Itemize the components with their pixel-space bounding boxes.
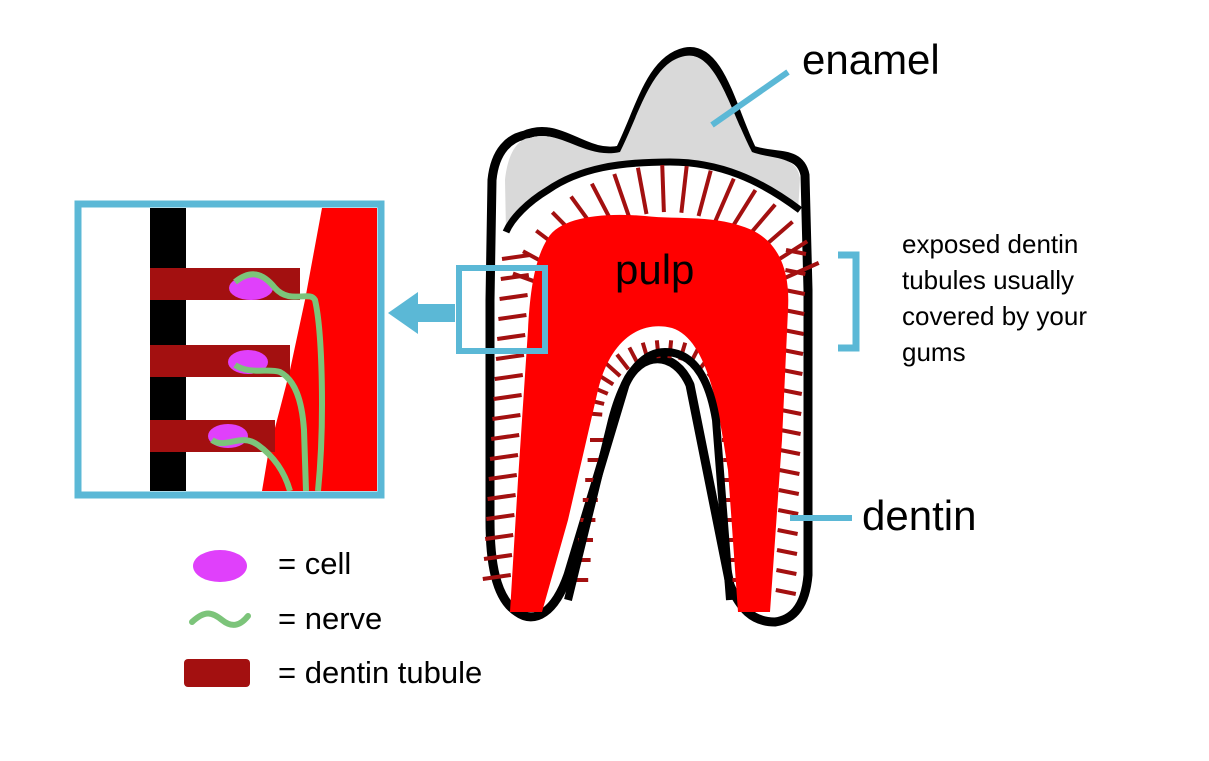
enamel-label: enamel — [802, 36, 940, 83]
pulp-label: pulp — [615, 246, 695, 293]
tubule-line — [780, 408, 802, 416]
tubule-line — [495, 353, 525, 361]
tubule-line — [779, 448, 801, 456]
pulp-chamber — [510, 214, 789, 613]
note-line: exposed dentin — [902, 229, 1079, 259]
tubule-line — [782, 368, 803, 376]
exposed-tubules-note: exposed dentin tubules usually covered b… — [902, 226, 1162, 370]
tubule-line — [489, 453, 519, 461]
tubule-line — [483, 553, 513, 561]
tubule-line — [499, 293, 528, 301]
tubule-line — [487, 493, 516, 501]
note-line: gums — [902, 337, 966, 367]
legend-tubule-label: = dentin tubule — [278, 655, 483, 690]
root-arch-outline — [564, 348, 734, 601]
dentin-tubules — [482, 165, 820, 596]
magnified-inset-frame — [74, 200, 385, 499]
tubule-line — [612, 173, 632, 220]
tubule-line — [713, 177, 736, 223]
tubule-line — [486, 513, 515, 521]
tubule-line — [482, 573, 512, 581]
tubule-line — [500, 273, 530, 281]
tubule-line — [777, 508, 799, 516]
tubule-line — [501, 253, 531, 261]
note-line: tubules usually — [902, 265, 1074, 295]
tubule-line — [781, 388, 803, 396]
tubule-line — [660, 165, 666, 213]
dentin-label: dentin — [862, 492, 977, 539]
tubule-line — [777, 528, 798, 536]
tubule-line — [679, 165, 689, 213]
tubule-line — [492, 413, 521, 421]
tubule-line — [494, 373, 524, 381]
note-line: covered by your — [902, 301, 1087, 331]
zoom-arrow-icon — [388, 292, 455, 334]
cell-icon — [193, 550, 247, 582]
exposed-bracket — [838, 251, 860, 352]
tubule-line — [784, 288, 806, 296]
tubule-line — [493, 393, 522, 401]
tubule-line — [780, 428, 801, 436]
enamel-layer — [505, 55, 800, 232]
nerve-icon — [189, 610, 251, 628]
tubule-line — [728, 189, 758, 231]
tubule-line — [496, 333, 526, 341]
tubule-line — [635, 167, 649, 215]
tubule-line — [490, 433, 520, 441]
tubule-line — [776, 548, 798, 556]
dentin-tubule-icon — [184, 659, 250, 687]
tubule-line — [779, 468, 800, 476]
tubule-line — [785, 268, 806, 276]
magnified-inset — [82, 208, 377, 491]
tubule-line — [696, 170, 713, 217]
tubule-line — [776, 568, 797, 576]
tubule-line — [782, 348, 804, 356]
enamel-pointer — [710, 69, 790, 128]
tubule-line — [484, 533, 514, 541]
tubule-line — [775, 588, 797, 596]
tubule-line — [488, 473, 518, 481]
dentin-enamel-junction — [502, 158, 803, 234]
tubule-line — [498, 313, 527, 321]
tubule-line — [778, 488, 800, 496]
legend-cell-label: = cell — [278, 546, 352, 581]
zoom-region-box — [456, 265, 548, 354]
tubule-line — [615, 353, 631, 371]
tubule-line — [604, 361, 622, 378]
tubule-line — [785, 248, 807, 256]
legend-nerve-label: = nerve — [278, 601, 383, 636]
